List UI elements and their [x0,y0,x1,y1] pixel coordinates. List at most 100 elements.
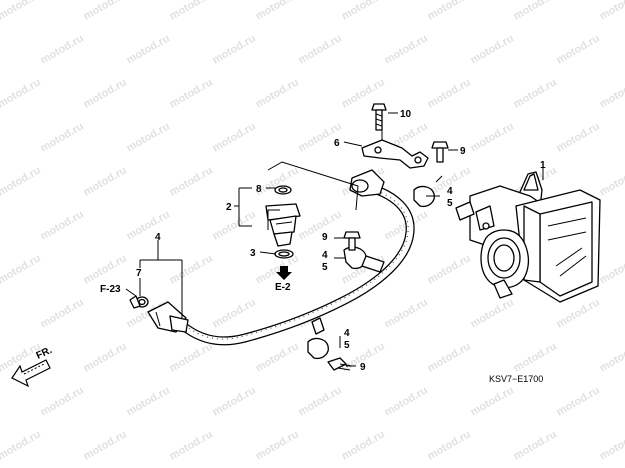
watermark-text: motod.ru [82,428,129,462]
watermark-text: motod.ru [598,252,625,286]
watermark-text: motod.ru [426,0,473,23]
watermark-text: motod.ru [168,340,215,374]
watermark-text: motod.ru [469,296,516,330]
watermark-text: motod.ru [340,428,387,462]
hose-clip-upper [413,185,435,208]
throttle-body-1 [455,171,601,303]
watermark-text: motod.ru [168,164,215,198]
watermark-text: motod.ru [598,164,625,198]
watermark-text: motod.ru [598,340,625,374]
callout-5-middle: 5 [322,262,328,273]
callout-4-lower: 4 [344,328,350,339]
watermark-text: motod.ru [125,32,172,66]
watermark-text: motod.ru [426,340,473,374]
reference-f23: F-23 [100,284,121,295]
bolt-9-upper [431,141,449,163]
watermark-text: motod.ru [555,120,602,154]
callout-10: 10 [400,109,412,120]
watermark-text: motod.ru [598,0,625,23]
watermark-text: motod.ru [512,0,559,23]
callout-9-middle: 9 [322,232,328,243]
watermark-text: motod.ru [211,384,258,418]
bolt-9-middle [343,231,361,251]
watermark-text: motod.ru [555,32,602,66]
watermark-text: motod.ru [512,340,559,374]
watermark-text: motod.ru [555,384,602,418]
watermark-text: motod.ru [469,32,516,66]
watermark-text: motod.ru [254,76,301,110]
callout-5-lower: 5 [344,340,350,351]
watermark-text: motod.ru [383,384,430,418]
hose-upper-fitting [349,169,385,197]
watermark-text: motod.ru [0,164,43,198]
hose-bracket-6 [361,126,429,169]
callout-7: 7 [136,268,142,279]
callout-3: 3 [250,248,256,259]
callout-labels: 1 2 3 4 4 4 5 5 5 4 6 7 8 9 9 9 10 [136,109,546,373]
callout-1: 1 [540,160,546,171]
watermark-text: motod.ru [125,120,172,154]
watermark-text: motod.ru [469,120,516,154]
watermark-text: motod.ru [82,340,129,374]
watermark-text: motod.ru [39,208,86,242]
watermark-text: motod.ru [125,384,172,418]
fuel-hose [177,182,415,346]
watermark-text: motod.ru [168,428,215,462]
callout-9-lower: 9 [360,362,366,373]
watermark-text: motod.ru [211,296,258,330]
watermark-text: motod.ru [426,252,473,286]
watermark-text: motod.ru [39,384,86,418]
watermark-text: motod.ru [82,0,129,23]
watermark-text: motod.ru [0,252,43,286]
watermark-text: motod.ru [0,0,43,23]
callout-2: 2 [226,202,232,213]
callout-4-upper: 4 [447,186,453,197]
watermark-text: motod.ru [426,428,473,462]
watermark-text: motod.ru [168,76,215,110]
watermark-text: motod.ru [39,120,86,154]
watermark-text: motod.ru [168,252,215,286]
hose-clamp-7 [129,295,149,309]
watermark-text: motod.ru [211,208,258,242]
watermark-text: motod.ru [297,208,344,242]
watermark-text: motod.ru [512,76,559,110]
reference-arrow-e2 [276,266,292,280]
fuel-injector-2 [265,185,301,259]
bolt-10 [371,103,387,131]
watermark-text: motod.ru [297,32,344,66]
callout-6: 6 [334,138,340,149]
watermark-text: motod.ru [82,76,129,110]
watermark-text: motod.ru [426,76,473,110]
watermark-text: motod.ru [512,428,559,462]
watermark-text: motod.ru [383,32,430,66]
watermark-text: motod.ru [211,120,258,154]
diagram-code: KSV7−E1700 [489,374,543,384]
front-direction-arrow [11,359,51,388]
watermark-text: motod.ru [39,32,86,66]
watermark-text: motod.ru [39,296,86,330]
hose-end-fitting [147,301,189,333]
watermark-text: motod.ru [168,0,215,23]
watermark-text: motod.ru [598,76,625,110]
watermark-text: motod.ru [125,208,172,242]
callout-9-upper: 9 [460,146,466,157]
watermark-text: motod.ru [598,428,625,462]
watermark-text: motod.ru [254,428,301,462]
watermark-text: motod.ru [297,384,344,418]
watermark-text: motod.ru [0,428,43,462]
watermark-text: motod.ru [469,384,516,418]
hose-clip-lower [307,317,329,360]
watermark-text: motod.ru [254,0,301,23]
callout-8: 8 [256,184,262,195]
watermark-text: motod.ru [254,340,301,374]
watermark-text: motod.ru [211,32,258,66]
watermark-text: motod.ru [383,296,430,330]
reference-e2: E-2 [275,282,291,293]
callout-4-middle: 4 [322,250,328,261]
leader-lines [125,112,544,367]
watermark-text: motod.ru [82,252,129,286]
watermark-text: motod.ru [82,164,129,198]
callout-5-upper: 5 [447,198,453,209]
assembly-lines [267,161,359,230]
